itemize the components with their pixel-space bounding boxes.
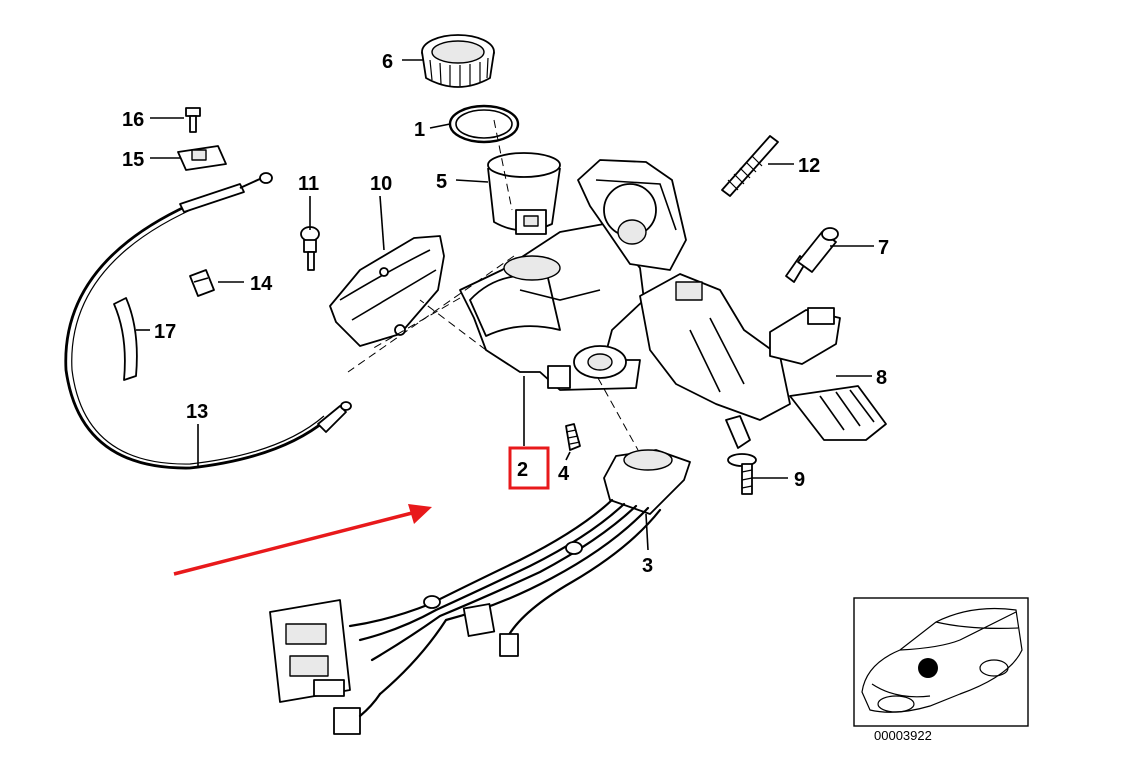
red-pointer-arrow — [173, 504, 432, 576]
upper-housing — [577, 159, 687, 271]
leader-lines — [136, 59, 874, 551]
part-15-clip — [177, 145, 227, 171]
part-1-o-ring — [448, 104, 520, 144]
part-10-cover — [329, 235, 445, 347]
wiring-harness — [348, 498, 662, 696]
callout-5: 5 — [436, 171, 447, 193]
part-8-bracket — [639, 273, 887, 441]
part-5-lock-cylinder — [487, 152, 561, 235]
callout-3: 3 — [642, 555, 653, 577]
part-6-bearing — [421, 34, 495, 88]
assembly-lines — [347, 119, 639, 451]
callout-14: 14 — [250, 273, 273, 295]
callout-17: 17 — [154, 321, 176, 343]
car-location-inset — [853, 597, 1029, 727]
diagram-number: 00003922 — [874, 728, 932, 743]
callout-7: 7 — [878, 237, 889, 259]
callout-4: 4 — [558, 463, 570, 485]
callout-2: 2 — [517, 459, 528, 481]
callout-11: 11 — [298, 173, 319, 195]
part-4-spring — [565, 423, 581, 451]
part-12-screw — [721, 135, 779, 197]
part-7-sensor — [785, 227, 839, 283]
callout-2-highlight-box — [508, 446, 550, 490]
callout-labels: 6 1 5 16 15 11 10 14 17 13 12 7 8 9 4 3 … — [122, 51, 889, 577]
part-9-bolt — [725, 415, 757, 495]
callout-8: 8 — [876, 367, 887, 389]
callout-1: 1 — [414, 119, 425, 141]
part-2-steering-lock-housing — [459, 223, 645, 391]
part-16-screw — [185, 107, 201, 133]
part-3-ignition-switch — [603, 449, 691, 515]
callout-16: 16 — [122, 109, 144, 131]
callout-13: 13 — [186, 401, 208, 423]
callout-10: 10 — [370, 173, 392, 195]
callout-6: 6 — [382, 51, 393, 73]
part-17-strip — [113, 297, 138, 381]
connector-block — [269, 599, 382, 735]
callout-9: 9 — [794, 469, 805, 491]
part-14-clip — [189, 269, 215, 297]
part-11-bolt — [300, 226, 320, 271]
location-marker — [918, 658, 938, 678]
callout-15: 15 — [122, 149, 144, 171]
part-13-cable — [64, 172, 352, 470]
callout-12: 12 — [798, 155, 820, 177]
